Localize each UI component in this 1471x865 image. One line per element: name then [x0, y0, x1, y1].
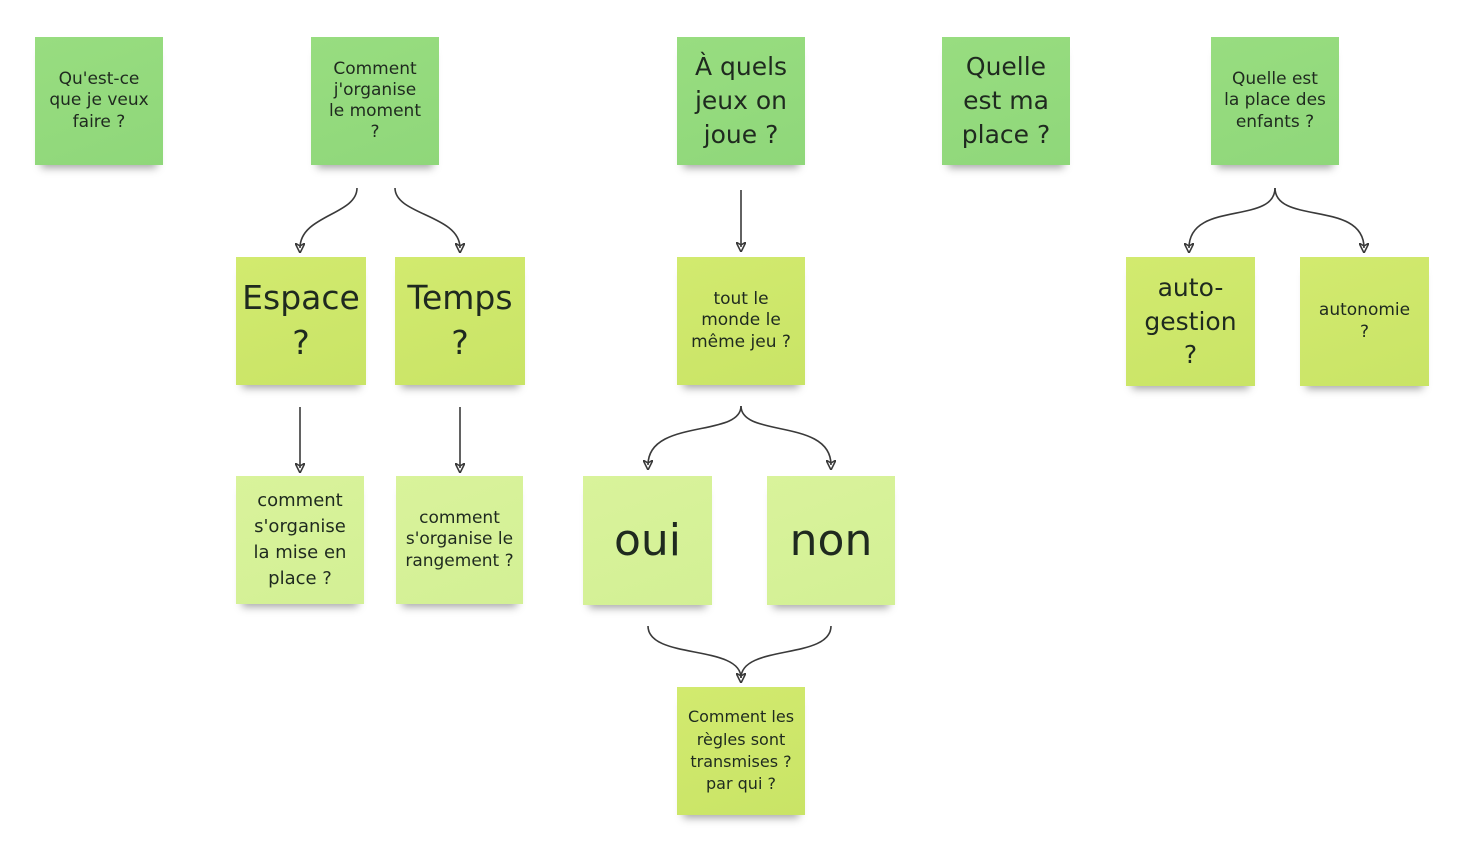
- sticky-note-non[interactable]: non: [767, 476, 895, 605]
- sticky-note-que-faire[interactable]: Qu'est-ce que je veux faire ?: [35, 37, 163, 165]
- sticky-note-autonomie[interactable]: autonomie ?: [1300, 257, 1429, 386]
- connector-meme-oui: [648, 405, 742, 465]
- sticky-note-ma-place[interactable]: Quelle est ma place ?: [942, 37, 1070, 165]
- sticky-note-quels-jeux[interactable]: À quels jeux on joue ?: [677, 37, 805, 165]
- sticky-note-mise-en-place[interactable]: comment s'organise la mise en place ?: [236, 476, 364, 604]
- connector-enfants-autonomie: [1274, 187, 1364, 248]
- sticky-note-meme-jeu[interactable]: tout le monde le même jeu ?: [677, 257, 805, 385]
- sticky-note-organise-moment[interactable]: Comment j'organise le moment ?: [311, 37, 439, 165]
- sticky-note-regles[interactable]: Comment les règles sont transmises ? par…: [677, 687, 805, 815]
- connector-organise-temps: [394, 187, 460, 248]
- connector-organise-espace: [300, 187, 358, 248]
- sticky-note-rangement[interactable]: comment s'organise le rangement ?: [396, 476, 523, 604]
- connector-non-regles: [740, 625, 832, 679]
- sticky-note-oui[interactable]: oui: [583, 476, 712, 605]
- sticky-note-auto-gestion[interactable]: auto- gestion ?: [1126, 257, 1255, 386]
- sticky-note-place-enfants[interactable]: Quelle est la place des enfants ?: [1211, 37, 1339, 165]
- connector-meme-non: [740, 405, 831, 465]
- connector-enfants-autogestion: [1189, 187, 1276, 248]
- sticky-note-espace[interactable]: Espace ?: [236, 257, 366, 385]
- connector-oui-regles: [647, 625, 741, 678]
- sticky-note-temps[interactable]: Temps ?: [395, 257, 525, 385]
